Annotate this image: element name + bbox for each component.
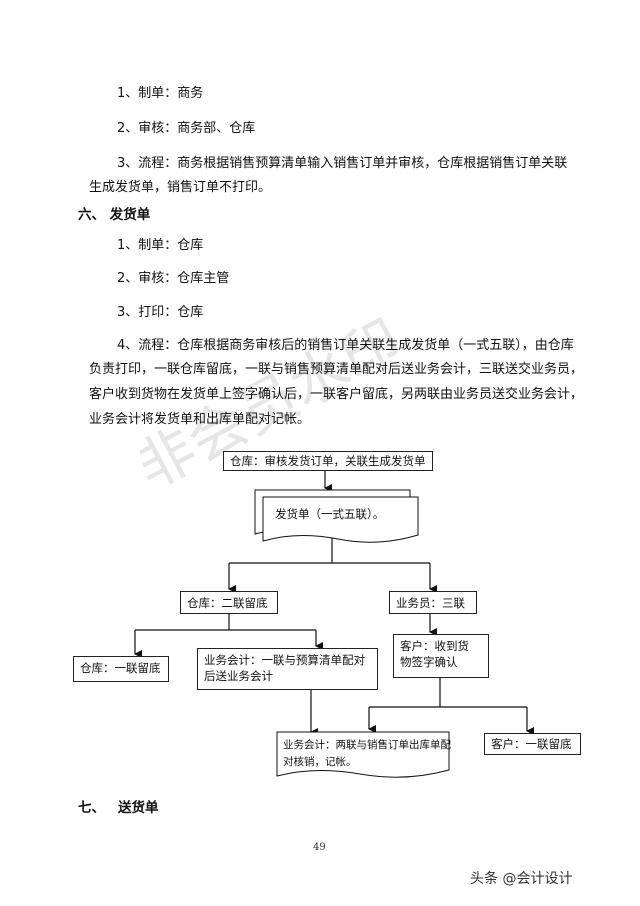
flow-box-customer-receive-line1: 客户：收到货	[400, 639, 469, 653]
flow-box-warehouse-review-label: 仓库：审核发货订单，关联生成发货单	[230, 454, 426, 468]
flow-doc-accountant-final: 业务会计：两联与销售订单出库单配 对核销，记帐。	[283, 737, 451, 771]
section6-item-4-cont3: 业务会计将发货单和出库单配对记帐。	[89, 412, 311, 427]
page-number: 49	[313, 842, 326, 853]
section5-item-2: 2、审核：商务部、仓库	[117, 121, 256, 136]
flow-box-salesman-three-label: 业务员：三联	[396, 596, 465, 610]
flow-box-accountant-pair-line2: 后送业务会计	[204, 669, 273, 683]
flow-box-salesman-three: 业务员：三联	[389, 591, 477, 614]
flow-box-customer-receive-line2: 物签字确认	[400, 655, 458, 669]
section6-item-2: 2、审核：仓库主管	[117, 271, 230, 286]
section7-number: 七、	[78, 800, 105, 816]
section6-heading: 六、 发货单	[78, 207, 151, 223]
flow-box-customer-receive: 客户：收到货 物签字确认	[393, 634, 489, 678]
section6-item-4-cont2: 客户收到货物在发货单上签字确认后，一联客户留底，另两联由业务员送交业务会计，	[89, 387, 584, 402]
section7-title: 送货单	[118, 800, 159, 816]
section6-item-4-cont1: 负责打印，一联仓库留底，一联与销售预算清单配对后送业务会计，三联送交业务员，	[89, 362, 584, 377]
flow-box-customer-keep: 客户：一联留底	[484, 733, 581, 755]
flow-doc-accountant-final-line2: 对核销，记帐。	[283, 756, 357, 768]
flow-box-warehouse-two-label: 仓库：二联留底	[187, 596, 268, 610]
flow-doc-accountant-final-line1: 业务会计：两联与销售订单出库单配	[283, 739, 451, 751]
flow-box-warehouse-one: 仓库：一联留底	[73, 656, 169, 682]
flow-box-accountant-pair-line1: 业务会计：一联与预算清单配对	[204, 653, 365, 667]
section6-item-1: 1、制单：仓库	[117, 238, 204, 253]
flow-box-warehouse-two: 仓库：二联留底	[180, 591, 278, 614]
flow-doc-invoice-label: 发货单（一式五联）。	[275, 507, 385, 521]
flow-box-warehouse-one-label: 仓库：一联留底	[80, 661, 161, 675]
section5-item-1: 1、制单：商务	[117, 86, 204, 101]
section5-item-3: 3、流程：商务根据销售预算清单输入销售订单并审核，仓库根据销售订单关联	[117, 156, 568, 171]
section6-item-3: 3、打印：仓库	[117, 305, 204, 320]
section6-item-4: 4、流程：仓库根据商务审核后的销售订单关联生成发货单（一式五联），由仓库	[117, 338, 574, 353]
flow-box-customer-keep-label: 客户：一联留底	[491, 737, 572, 751]
section5-item-3-cont: 生成发货单，销售订单不打印。	[89, 180, 272, 195]
flow-box-warehouse-review: 仓库：审核发货订单，关联生成发货单	[223, 451, 433, 471]
footer-watermark: 头条 @会计设计	[470, 871, 573, 887]
flow-box-accountant-pair: 业务会计：一联与预算清单配对 后送业务会计	[197, 648, 378, 690]
